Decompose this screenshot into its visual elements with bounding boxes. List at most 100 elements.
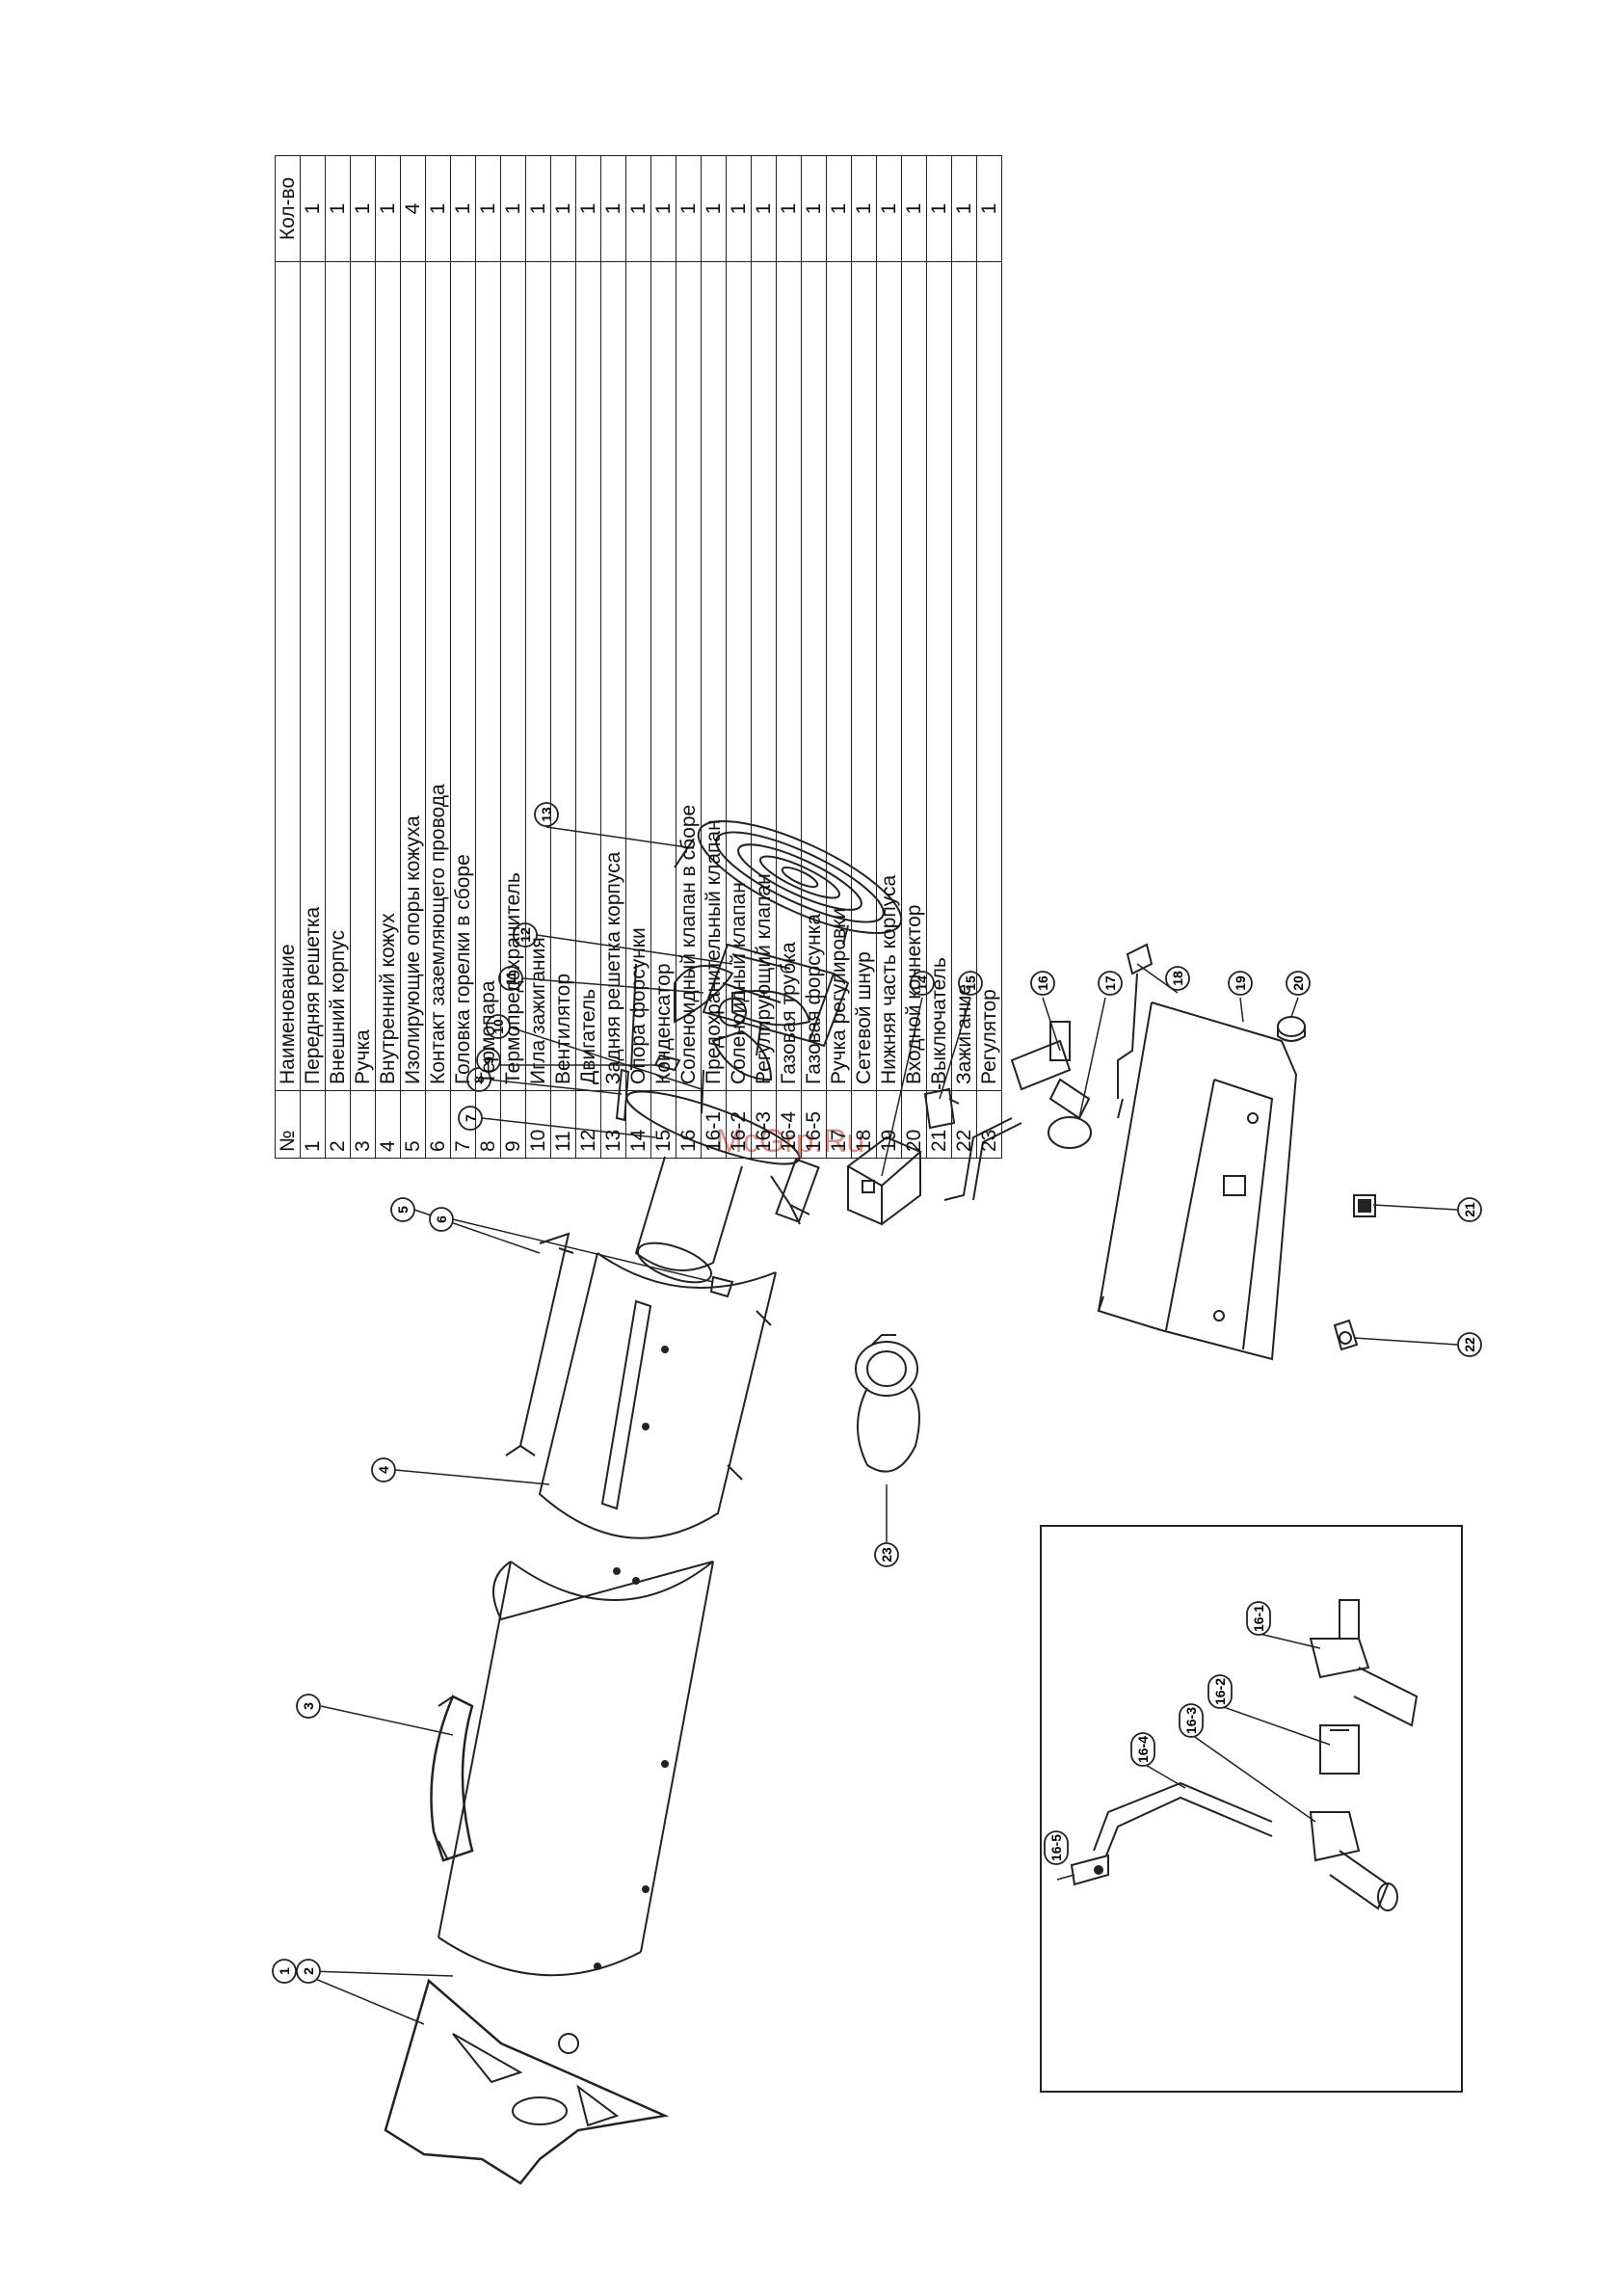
cell-num: 13 xyxy=(600,1090,626,1159)
cell-qty: 1 xyxy=(475,155,501,262)
leader-lines xyxy=(296,826,1458,2025)
svg-text:19: 19 xyxy=(1233,975,1248,991)
table-header-row: № Наименование Кол-во xyxy=(275,155,301,1159)
svg-text:16: 16 xyxy=(1035,975,1050,991)
cell-name: Предохранительный клапан xyxy=(701,261,727,1091)
cell-name: Термопара xyxy=(475,261,501,1091)
cell-num: 8 xyxy=(475,1090,501,1159)
svg-text:5: 5 xyxy=(395,1206,411,1214)
cell-qty: 1 xyxy=(650,155,676,262)
cell-name: Зажигание xyxy=(951,261,977,1091)
svg-text:16-2: 16-2 xyxy=(1212,1678,1228,1705)
callout-17: 17 xyxy=(1098,971,1123,996)
inset-box xyxy=(1040,1525,1463,2093)
cell-num: 22 xyxy=(951,1090,977,1159)
cell-name: Выключатель xyxy=(926,261,952,1091)
part-ignition xyxy=(1333,1319,1359,1351)
cell-name: Передняя решетка xyxy=(300,261,326,1091)
callout-9: 9 xyxy=(476,1048,501,1073)
part-power-cord xyxy=(1117,943,1154,1119)
inset-valve-subassembly xyxy=(1070,1599,1419,1911)
cell-name: Внешний корпус xyxy=(325,261,351,1091)
cell-qty: 1 xyxy=(300,155,326,262)
cell-num: 5 xyxy=(400,1090,426,1159)
cell-name: Ручка xyxy=(350,261,376,1091)
cell-name: Регулирующий клапан xyxy=(751,261,777,1091)
cell-qty: 1 xyxy=(976,155,1002,262)
cell-num: 16-4 xyxy=(776,1090,802,1159)
cell-name: Задняя решетка корпуса xyxy=(600,261,626,1091)
cell-qty: 1 xyxy=(801,155,827,262)
cell-num: 16-3 xyxy=(751,1090,777,1159)
cell-qty: 1 xyxy=(851,155,877,262)
cell-qty: 1 xyxy=(325,155,351,262)
svg-text:12: 12 xyxy=(517,927,533,943)
svg-text:20: 20 xyxy=(1290,975,1306,991)
part-capacitor xyxy=(923,1084,960,1130)
part-solenoid-valve-assembly xyxy=(943,1021,1092,1201)
svg-text:4: 4 xyxy=(376,1466,391,1474)
watermark: McGrp.Ru xyxy=(716,1123,865,1160)
cell-qty: 1 xyxy=(926,155,952,262)
cell-qty: 1 xyxy=(600,155,626,262)
svg-text:11: 11 xyxy=(503,971,518,985)
callout-3: 3 xyxy=(296,1694,321,1719)
cell-name: Газовая трубка xyxy=(776,261,802,1091)
cell-name: Регулятор xyxy=(976,261,1002,1091)
cell-qty: 1 xyxy=(701,155,727,262)
header-name: Наименование xyxy=(275,261,301,1091)
callout-16-3: 16-3 xyxy=(1179,1703,1204,1738)
cell-name: Соленоидный клапан xyxy=(726,261,752,1091)
cell-name: Газовая форсунка xyxy=(801,261,827,1091)
cell-num: 16-2 xyxy=(726,1090,752,1159)
cell-name: Внутренний кожух xyxy=(375,261,401,1091)
part-fan xyxy=(674,965,811,1081)
callout-16-1: 16-1 xyxy=(1246,1601,1271,1636)
cell-name: Ручка регулировки xyxy=(826,261,852,1091)
callout-21: 21 xyxy=(1457,1197,1482,1222)
cell-qty: 1 xyxy=(901,155,927,262)
svg-text:21: 21 xyxy=(1462,1202,1477,1217)
part-inner-shroud xyxy=(538,1252,777,1539)
cell-num: 7 xyxy=(450,1090,476,1159)
part-thermocouple-group xyxy=(615,963,704,1122)
cell-num: 21 xyxy=(926,1090,952,1159)
callout-1: 1 xyxy=(272,1959,297,1984)
cell-qty: 1 xyxy=(350,155,376,262)
cell-num: 20 xyxy=(901,1090,927,1159)
cell-qty: 1 xyxy=(450,155,476,262)
part-motor xyxy=(702,943,850,1056)
part-switch xyxy=(1353,1194,1376,1217)
callout-13: 13 xyxy=(534,802,559,827)
svg-text:16-1: 16-1 xyxy=(1251,1605,1266,1632)
cell-num: 16-5 xyxy=(801,1090,827,1159)
header-num: № xyxy=(275,1090,301,1159)
cell-num: 16 xyxy=(676,1090,702,1159)
cell-qty: 1 xyxy=(500,155,526,262)
cell-name: Нижняя часть корпуса xyxy=(876,261,902,1091)
part-handle xyxy=(430,1695,474,1862)
part-nozzle-support xyxy=(846,1135,922,1226)
cell-num: 14 xyxy=(625,1090,651,1159)
cell-name: Сетевой шнур xyxy=(851,261,877,1091)
cell-name: Головка горелки в сборе xyxy=(450,261,476,1091)
callout-16: 16 xyxy=(1030,971,1055,996)
callout-7: 7 xyxy=(458,1106,483,1131)
cell-name: Вентилятор xyxy=(550,261,576,1091)
part-outer-body xyxy=(438,1561,714,1977)
cell-qty: 1 xyxy=(375,155,401,262)
cell-num: 6 xyxy=(425,1090,451,1159)
cell-num: 2 xyxy=(325,1090,351,1159)
svg-text:13: 13 xyxy=(539,807,554,822)
